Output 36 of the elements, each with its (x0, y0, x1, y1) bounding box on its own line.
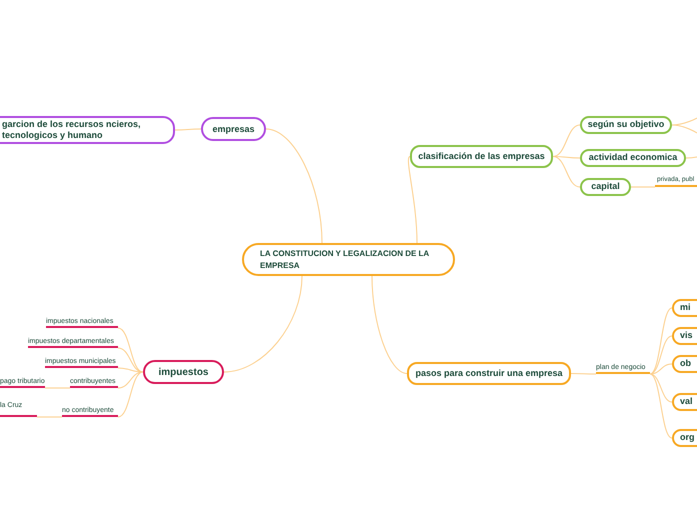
connector-line (650, 336, 672, 374)
topic-box: val (672, 393, 697, 411)
connector-line (650, 374, 672, 402)
topic-box: pasos para construir una empresa (407, 362, 571, 385)
topic-box: impuestos (143, 360, 224, 384)
topic-box: garcion de los recursos ncieros, tecnologicos y humano (0, 116, 175, 144)
topic-box: ob (672, 355, 697, 373)
connector-line (224, 276, 302, 372)
topic-box: vis (672, 327, 697, 345)
connector-line (266, 128, 322, 244)
connector-line (174, 128, 202, 130)
topic-box: clasificación de las empresas (410, 145, 553, 168)
topic-box: según su objetivo (580, 116, 672, 134)
connector-line (552, 124, 580, 157)
connector-line (570, 373, 596, 374)
central-topic: LA CONSTITUCION Y LEGALIZACION DE LA EMPRESA (242, 243, 455, 276)
connector-line (672, 124, 697, 134)
topic-box: empresas (201, 117, 266, 141)
connector-line (36, 416, 62, 418)
connector-line (118, 328, 144, 372)
connector-line (552, 156, 580, 158)
topic-box: mi (672, 299, 697, 317)
topic-box: actividad economica (580, 149, 686, 167)
topic-box: org (672, 429, 697, 447)
connector-line (372, 276, 408, 374)
connector-line (650, 364, 672, 374)
connector-line (650, 374, 672, 438)
topic-box: capital (580, 178, 631, 196)
connector-line (686, 156, 697, 158)
connector-line (118, 348, 144, 372)
connector-line (630, 186, 656, 188)
connector-line (408, 156, 418, 244)
connector-line (650, 308, 672, 374)
connector-line (118, 372, 144, 418)
connector-line (552, 156, 580, 188)
connector-line (118, 372, 144, 388)
